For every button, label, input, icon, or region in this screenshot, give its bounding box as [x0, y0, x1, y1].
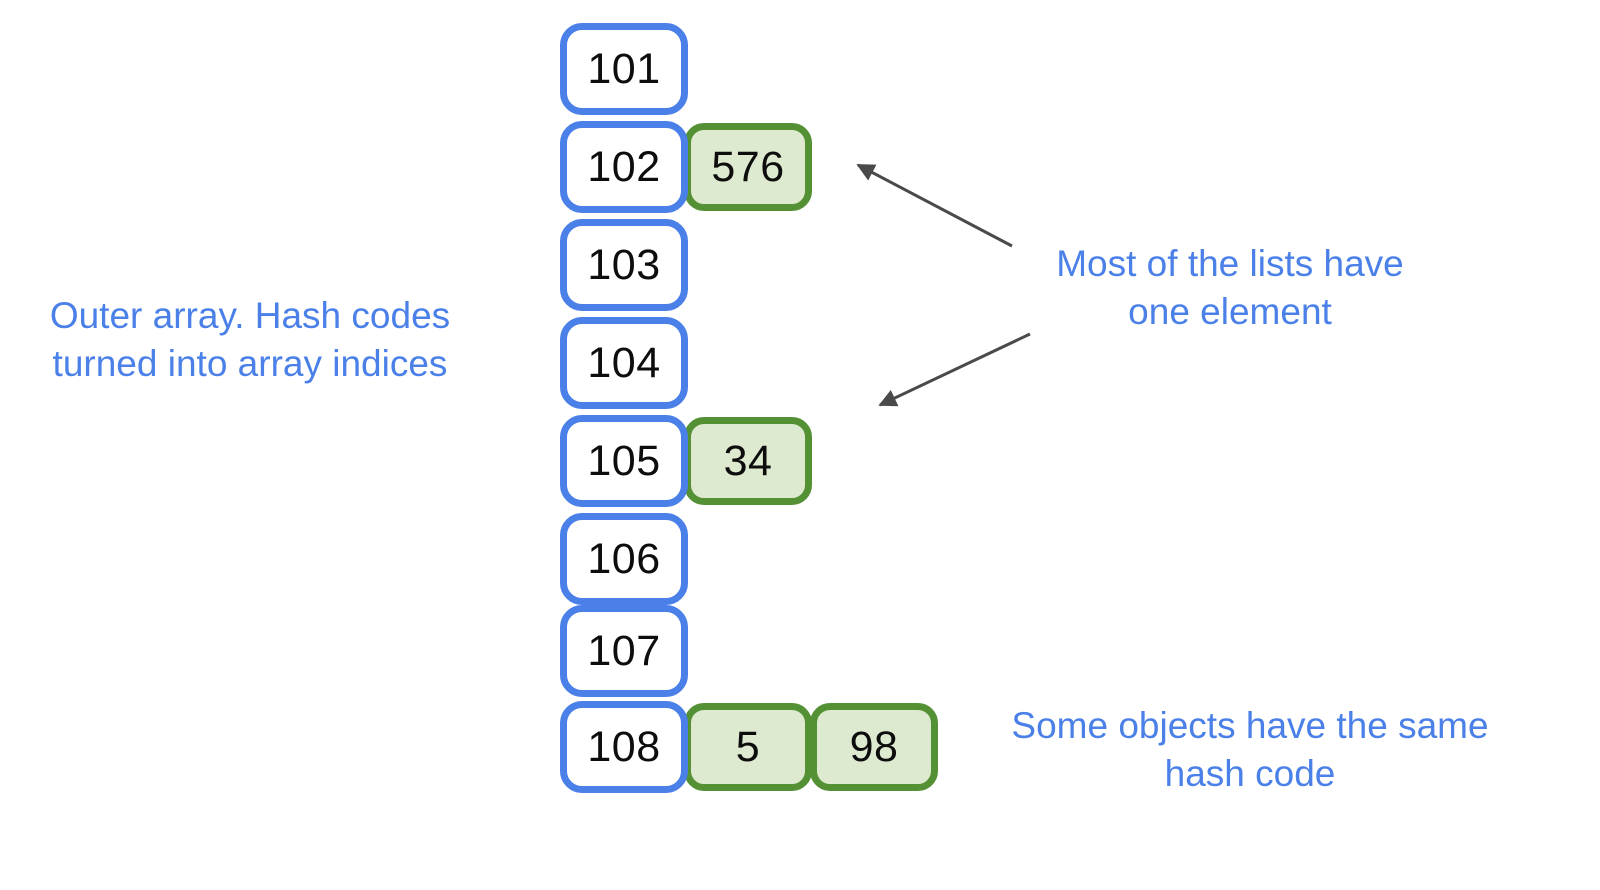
bucket-cell-108-0[interactable]: 5	[684, 703, 812, 791]
array-cell-index: 108	[587, 722, 661, 771]
array-cell-index: 105	[587, 436, 661, 485]
annotation-collision: Some objects have the same hash code	[1011, 705, 1489, 795]
array-cell-index: 102	[587, 142, 661, 191]
array-cell-index: 104	[587, 338, 661, 387]
bucket-value: 5	[735, 722, 761, 771]
array-cell-108[interactable]: 108	[560, 701, 688, 793]
array-cell-index: 106	[587, 534, 661, 583]
array-cell-101[interactable]: 101	[560, 23, 688, 115]
array-cell-105[interactable]: 105	[560, 415, 688, 507]
array-cell-index: 103	[587, 240, 661, 289]
bucket-value: 576	[711, 142, 785, 191]
array-cell-104[interactable]: 104	[560, 317, 688, 409]
array-cell-index: 107	[587, 626, 661, 675]
array-cell-index: 101	[587, 44, 661, 93]
bucket-cell-105-0[interactable]: 34	[684, 417, 812, 505]
arrow-to-576-bucket	[856, 163, 1013, 248]
bucket-value: 98	[849, 722, 899, 771]
array-cell-102[interactable]: 102	[560, 121, 688, 213]
bucket-cell-102-0[interactable]: 576	[684, 123, 812, 211]
array-cell-107[interactable]: 107	[560, 605, 688, 697]
bucket-value: 34	[723, 436, 773, 485]
arrow-to-34-bucket	[878, 332, 1031, 407]
annotation-single-element: Most of the lists have one element	[1056, 243, 1404, 333]
array-cell-106[interactable]: 106	[560, 513, 688, 605]
annotation-outer-array: Outer array. Hash codes turned into arra…	[49, 295, 451, 385]
array-cell-103[interactable]: 103	[560, 219, 688, 311]
bucket-cell-108-1[interactable]: 98	[810, 703, 938, 791]
